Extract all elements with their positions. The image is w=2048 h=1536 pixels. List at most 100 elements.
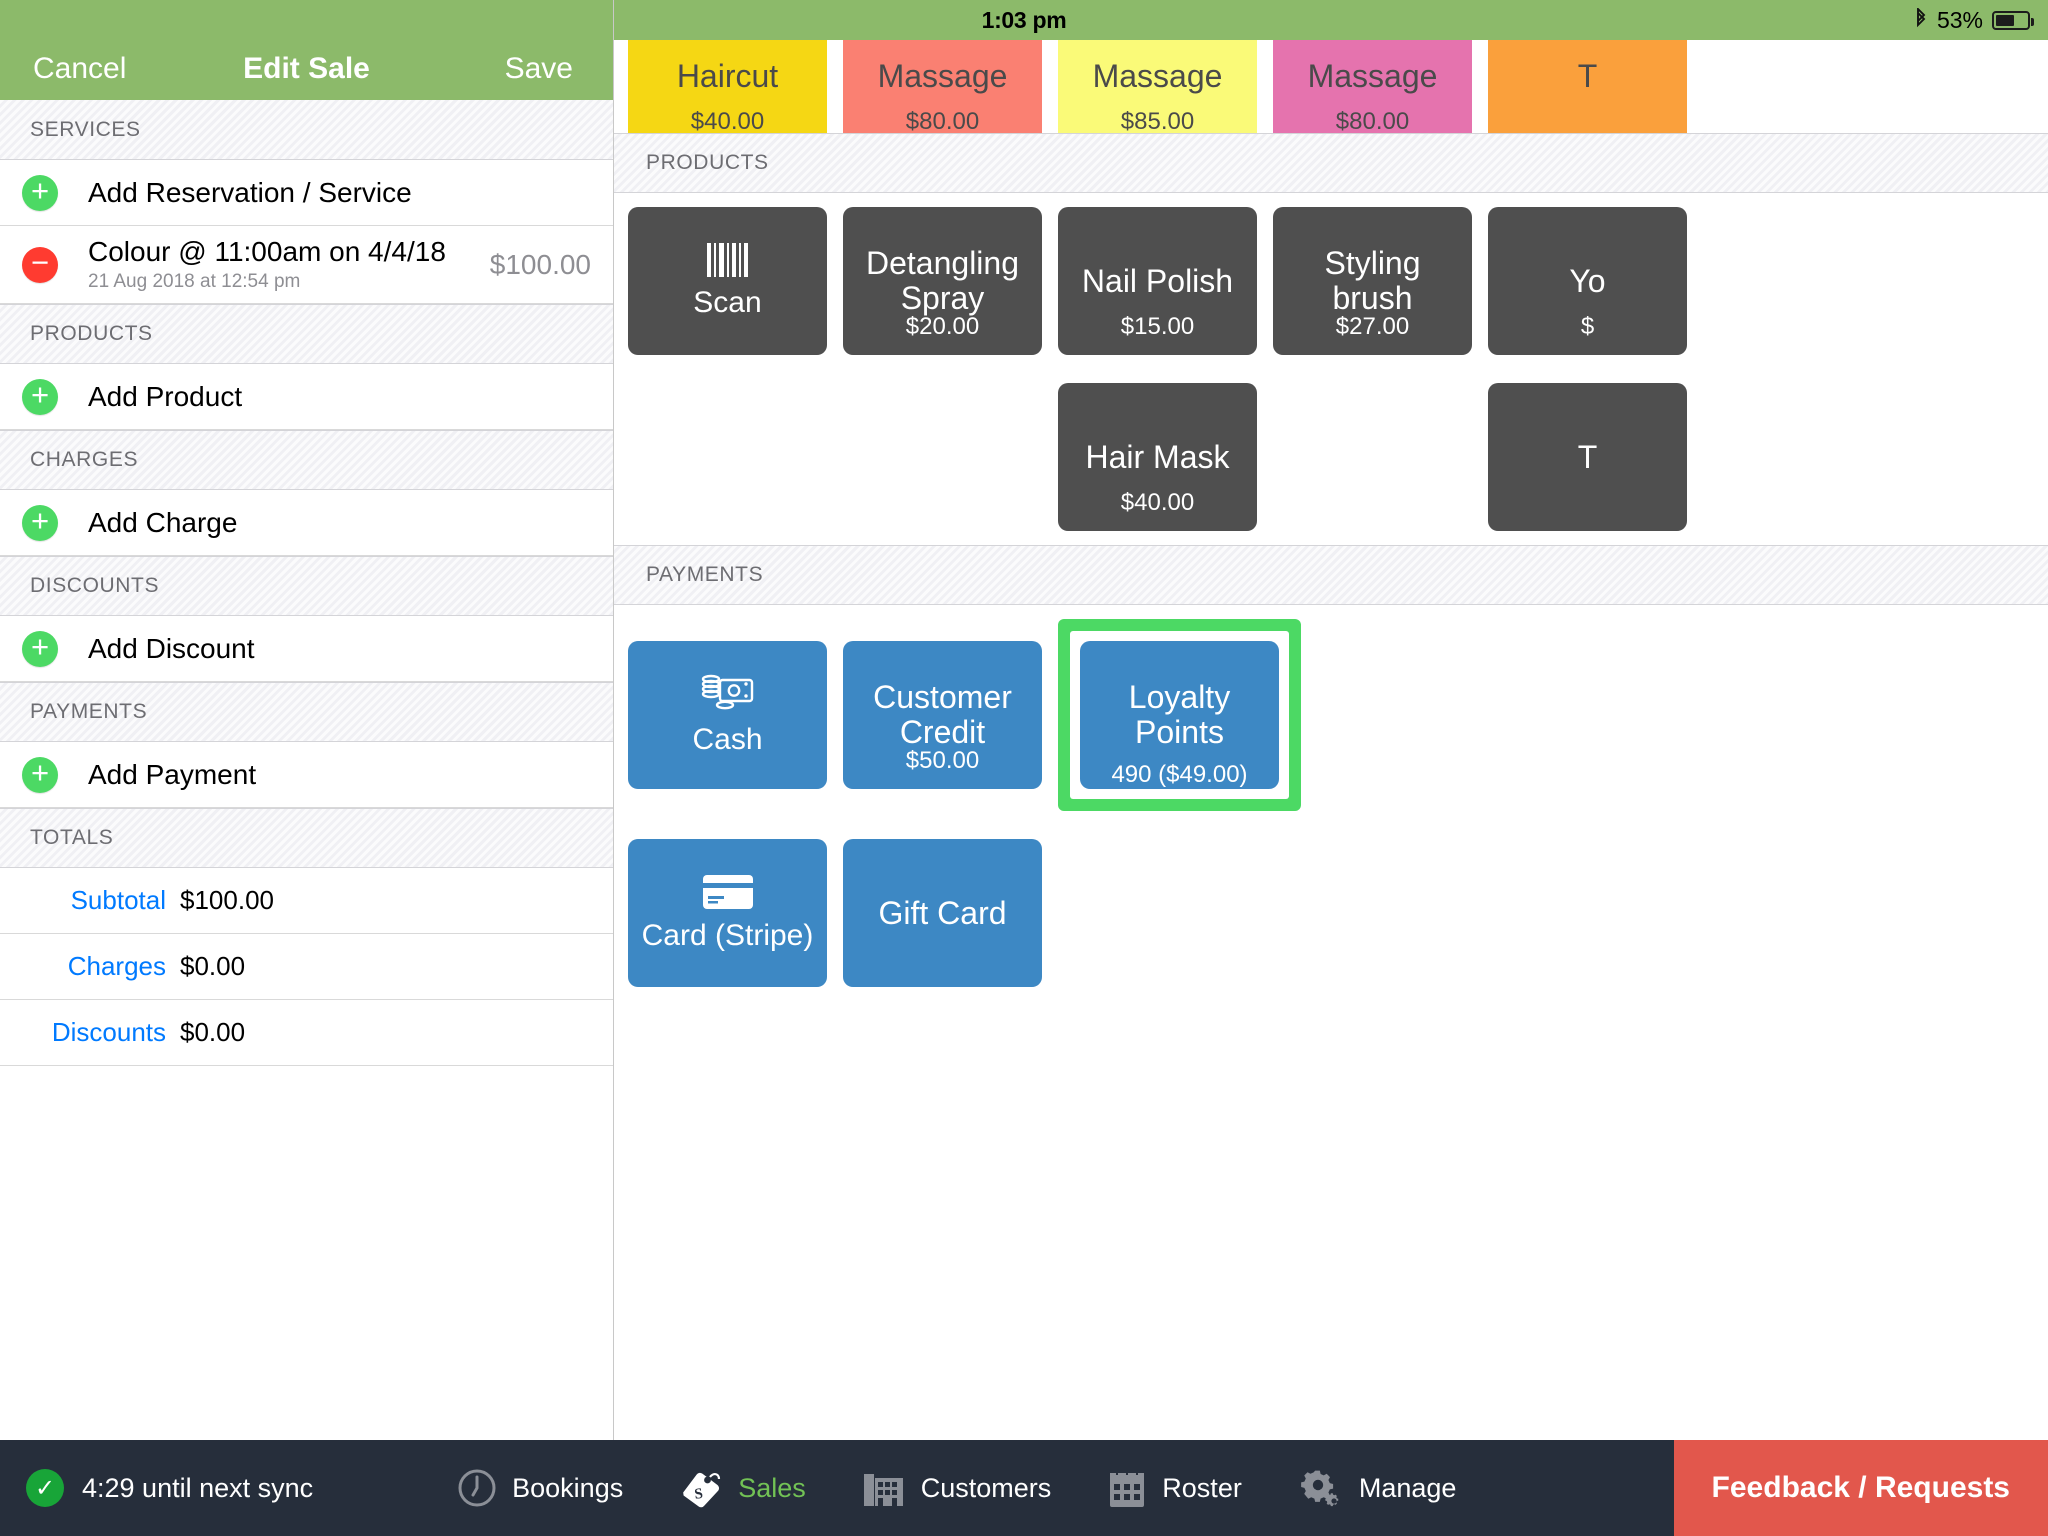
toolbar-item-label: Sales bbox=[738, 1472, 806, 1503]
check-circle-icon: ✓ bbox=[26, 1469, 64, 1507]
product-tile-price: $ bbox=[1580, 313, 1595, 340]
add-product-label: Add Product bbox=[88, 380, 243, 412]
service-tile[interactable]: Massage $80.00 bbox=[1273, 40, 1472, 133]
product-tile[interactable]: Nail Polish $15.00 bbox=[1058, 207, 1257, 355]
service-tile-price: $40.00 bbox=[690, 108, 765, 133]
catalogue-panel: Haircut $40.00 Massage $80.00 Massage $8… bbox=[614, 40, 2048, 1440]
service-line-item-subtitle: 21 Aug 2018 at 12:54 pm bbox=[88, 271, 301, 292]
edit-sale-panel: Cancel Edit Sale Save SERVICES + Add Res… bbox=[0, 0, 614, 1440]
edit-sale-navbar: Cancel Edit Sale Save bbox=[0, 0, 613, 100]
service-tile-price: $80.00 bbox=[905, 108, 980, 133]
service-tile[interactable]: Massage $85.00 bbox=[1058, 40, 1257, 133]
service-tile-name: Haircut bbox=[676, 57, 779, 94]
totals-label: Discounts bbox=[51, 1017, 166, 1047]
credit-card-icon bbox=[702, 874, 754, 910]
toolbar-item-manage[interactable]: Manage bbox=[1270, 1466, 1485, 1510]
totals-value: $0.00 bbox=[180, 1017, 246, 1047]
services-tile-row: Haircut $40.00 Massage $80.00 Massage $8… bbox=[614, 40, 1687, 133]
battery-icon bbox=[1992, 10, 2034, 30]
totals-row-discounts: Discounts $0.00 bbox=[0, 1000, 613, 1066]
product-tile[interactable]: Hair Mask $40.00 bbox=[1058, 383, 1257, 531]
catalogue-header-payments: PAYMENTS bbox=[614, 545, 2048, 605]
barcode-icon bbox=[705, 242, 751, 277]
product-tile-price: $27.00 bbox=[1335, 313, 1410, 340]
totals-label: Charges bbox=[67, 951, 166, 981]
product-tile-name: Nail Polish bbox=[1081, 262, 1234, 299]
totals-row-subtotal: Subtotal $100.00 bbox=[0, 868, 613, 934]
svg-text:S: S bbox=[694, 1486, 704, 1503]
service-tile-name: T bbox=[1577, 57, 1598, 94]
product-tile-scan[interactable]: Scan bbox=[628, 207, 827, 355]
toolbar-item-bookings[interactable]: Bookings bbox=[429, 1468, 651, 1508]
status-right: 53% bbox=[1914, 7, 2034, 34]
add-charge-row[interactable]: + Add Charge bbox=[0, 490, 613, 556]
add-discount-row[interactable]: + Add Discount bbox=[0, 616, 613, 682]
product-tile[interactable]: Styling brush $27.00 bbox=[1273, 207, 1472, 355]
add-discount-label: Add Discount bbox=[88, 632, 255, 664]
section-header-charges: CHARGES bbox=[0, 430, 613, 490]
product-tile[interactable]: Detangling Spray $20.00 bbox=[843, 207, 1042, 355]
service-tile[interactable]: Haircut $40.00 bbox=[628, 40, 827, 133]
service-tile-name: Massage bbox=[877, 57, 1008, 94]
payment-tile-card-stripe[interactable]: Card (Stripe) bbox=[628, 839, 827, 987]
payment-tile-name: Gift Card bbox=[878, 894, 1007, 931]
product-tile[interactable]: T bbox=[1488, 383, 1687, 531]
product-tile-name: Detangling Spray bbox=[866, 245, 1019, 316]
payment-tile-name: Customer Credit bbox=[873, 679, 1012, 750]
selection-highlight-inner: Loyalty Points 490 ($49.00) bbox=[1070, 631, 1289, 799]
feedback-requests-button[interactable]: Feedback / Requests bbox=[1673, 1440, 2048, 1536]
section-header-payments: PAYMENTS bbox=[0, 682, 613, 742]
minus-icon[interactable]: − bbox=[22, 246, 58, 283]
plus-icon: + bbox=[22, 630, 58, 667]
product-tile-name: Hair Mask bbox=[1085, 438, 1230, 475]
gear-icon bbox=[1298, 1466, 1344, 1510]
buildings-icon bbox=[862, 1468, 906, 1508]
service-line-item-amount: $100.00 bbox=[489, 248, 591, 280]
product-tile-price: $40.00 bbox=[1120, 489, 1195, 516]
add-payment-label: Add Payment bbox=[88, 758, 257, 790]
section-header-services: SERVICES bbox=[0, 100, 613, 160]
sync-status-text: 4:29 until next sync bbox=[82, 1472, 314, 1503]
money-icon bbox=[701, 674, 755, 714]
services-tile-strip: Haircut $40.00 Massage $80.00 Massage $8… bbox=[614, 40, 2048, 133]
add-payment-row[interactable]: + Add Payment bbox=[0, 742, 613, 808]
payments-tile-row-1: Cash Customer Credit $50.00 Loyalty Poin… bbox=[614, 605, 2048, 825]
add-product-row[interactable]: + Add Product bbox=[0, 364, 613, 430]
page-title: Edit Sale bbox=[243, 52, 370, 85]
payment-tile-loyalty-points[interactable]: Loyalty Points 490 ($49.00) bbox=[1080, 641, 1279, 789]
plus-icon: + bbox=[22, 504, 58, 541]
toolbar-item-sales[interactable]: S Sales bbox=[651, 1468, 834, 1508]
service-tile-name: Massage bbox=[1307, 57, 1438, 94]
save-button[interactable]: Save bbox=[504, 52, 573, 85]
service-tile-name: Massage bbox=[1092, 57, 1223, 94]
toolbar-item-roster[interactable]: Roster bbox=[1079, 1467, 1270, 1509]
totals-value: $100.00 bbox=[180, 885, 274, 915]
service-tile[interactable]: Massage $80.00 bbox=[843, 40, 1042, 133]
status-time: 1:03 pm bbox=[981, 6, 1067, 33]
service-line-item-text: Colour @ 11:00am on 4/4/18 21 Aug 2018 a… bbox=[88, 236, 446, 293]
product-tile-price: $20.00 bbox=[905, 313, 980, 340]
service-line-item[interactable]: − Colour @ 11:00am on 4/4/18 21 Aug 2018… bbox=[0, 226, 613, 304]
service-tile[interactable]: T bbox=[1488, 40, 1687, 133]
totals-row-charges: Charges $0.00 bbox=[0, 934, 613, 1000]
plus-icon: + bbox=[22, 174, 58, 211]
service-tile-price: $85.00 bbox=[1120, 108, 1195, 133]
payment-tile-gift-card[interactable]: Gift Card bbox=[843, 839, 1042, 987]
product-tile-name: Styling brush bbox=[1324, 245, 1421, 316]
totals-value: $0.00 bbox=[180, 951, 246, 981]
service-tile-price: $80.00 bbox=[1335, 108, 1410, 133]
section-header-discounts: DISCOUNTS bbox=[0, 556, 613, 616]
sync-status: ✓ 4:29 until next sync bbox=[26, 1469, 313, 1507]
payment-tile-customer-credit[interactable]: Customer Credit $50.00 bbox=[843, 641, 1042, 789]
product-tile[interactable]: Yo $ bbox=[1488, 207, 1687, 355]
cancel-button[interactable]: Cancel bbox=[33, 52, 127, 85]
add-reservation-service-row[interactable]: + Add Reservation / Service bbox=[0, 160, 613, 226]
toolbar-nav-items: Bookings S Sales bbox=[429, 1466, 1484, 1510]
toolbar-item-customers[interactable]: Customers bbox=[834, 1468, 1080, 1508]
payment-tile-name: Card (Stripe) bbox=[641, 918, 814, 952]
payment-tile-cash[interactable]: Cash bbox=[628, 641, 827, 789]
plus-icon: + bbox=[22, 378, 58, 415]
product-tile-name: Yo bbox=[1569, 262, 1606, 299]
toolbar-item-label: Customers bbox=[920, 1472, 1052, 1503]
